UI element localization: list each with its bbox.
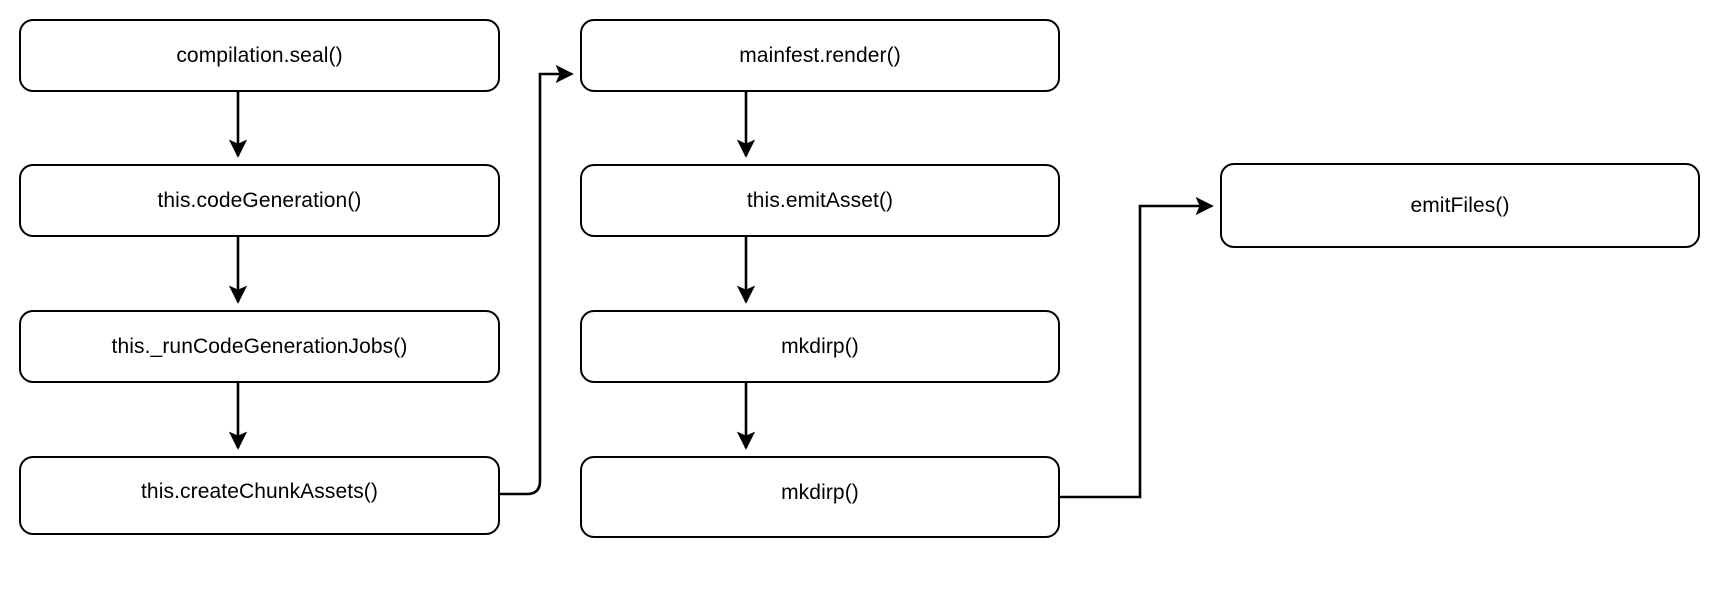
node-label-code-generation: this.codeGeneration() [157,188,362,212]
node-label-emit-asset: this.emitAsset() [746,188,894,212]
edge-mkdirp-2-to-emit-files [1060,196,1214,499]
node-mkdirp-2[interactable]: mkdirp() [580,456,1060,538]
node-code-generation[interactable]: this.codeGeneration() [19,164,500,237]
node-label-run-code-generation-jobs: this._runCodeGenerationJobs() [111,334,408,358]
node-mainfest-render[interactable]: mainfest.render() [580,19,1060,92]
node-label-mkdirp-2: mkdirp() [781,481,859,505]
node-run-code-generation-jobs[interactable]: this._runCodeGenerationJobs() [19,310,500,383]
node-label-compilation-seal: compilation.seal() [176,43,343,67]
node-label-mainfest-render: mainfest.render() [739,43,901,67]
node-compilation-seal[interactable]: compilation.seal() [19,19,500,92]
node-label-mkdirp-1: mkdirp() [781,334,859,358]
node-mkdirp-1[interactable]: mkdirp() [580,310,1060,383]
edge-create-chunk-assets-to-mainfest-render [500,64,574,496]
node-label-create-chunk-assets: this.createChunkAssets() [141,479,378,503]
node-label-emit-files: emitFiles() [1410,193,1510,217]
node-emit-files[interactable]: emitFiles() [1220,163,1700,248]
node-emit-asset[interactable]: this.emitAsset() [580,164,1060,237]
node-create-chunk-assets[interactable]: this.createChunkAssets() [19,456,500,535]
